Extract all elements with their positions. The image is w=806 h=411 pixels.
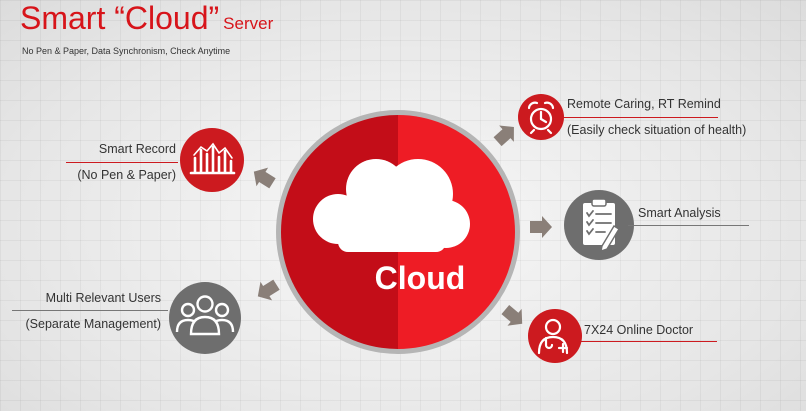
multi-users-subtitle: (Separate Management) bbox=[25, 317, 162, 331]
remote-caring-rule bbox=[560, 117, 718, 118]
cloud-hub: Cloud bbox=[276, 110, 520, 354]
bar-chart-icon bbox=[189, 142, 236, 175]
page-title: Smart “Cloud”Server bbox=[20, 2, 273, 34]
remote-caring-title: Remote Caring, RT Remind bbox=[567, 97, 721, 111]
arrow-to-online-doctor bbox=[501, 304, 523, 326]
smart-record-title: Smart Record bbox=[98, 142, 176, 156]
online-doctor-title: 7X24 Online Doctor bbox=[584, 323, 694, 337]
smart-record-rule bbox=[66, 162, 178, 163]
smart-record-subtitle: (No Pen & Paper) bbox=[77, 168, 176, 182]
users-group-icon bbox=[175, 295, 235, 336]
smart-record-node bbox=[180, 128, 244, 192]
page-subtitle: No Pen & Paper, Data Synchronism, Check … bbox=[22, 46, 231, 56]
multi-users-title: Multi Relevant Users bbox=[45, 291, 161, 305]
doctor-icon bbox=[537, 318, 569, 355]
cloud-label: Cloud bbox=[375, 260, 466, 296]
title-main: Smart “Cloud” bbox=[20, 0, 220, 36]
arrow-to-multi-users bbox=[257, 279, 280, 301]
multi-users-node bbox=[169, 282, 241, 354]
smart-analysis-title: Smart Analysis bbox=[638, 206, 721, 220]
arrow-to-remote-caring bbox=[493, 125, 514, 147]
arrow-to-smart-analysis bbox=[530, 216, 552, 238]
smart-analysis-node bbox=[564, 190, 634, 260]
title-suffix: Server bbox=[223, 14, 274, 33]
online-doctor-node bbox=[528, 309, 582, 363]
connector-arrows bbox=[253, 125, 552, 326]
online-doctor-rule bbox=[578, 341, 717, 342]
clipboard-check-icon bbox=[583, 198, 620, 253]
remote-caring-subtitle: (Easily check situation of health) bbox=[567, 123, 747, 137]
multi-users-rule bbox=[12, 310, 168, 311]
cloud-icon bbox=[313, 159, 470, 252]
arrow-to-smart-record bbox=[253, 167, 276, 189]
alarm-clock-icon bbox=[527, 101, 555, 135]
smart-analysis-rule bbox=[628, 225, 749, 226]
remote-caring-node bbox=[518, 94, 564, 140]
